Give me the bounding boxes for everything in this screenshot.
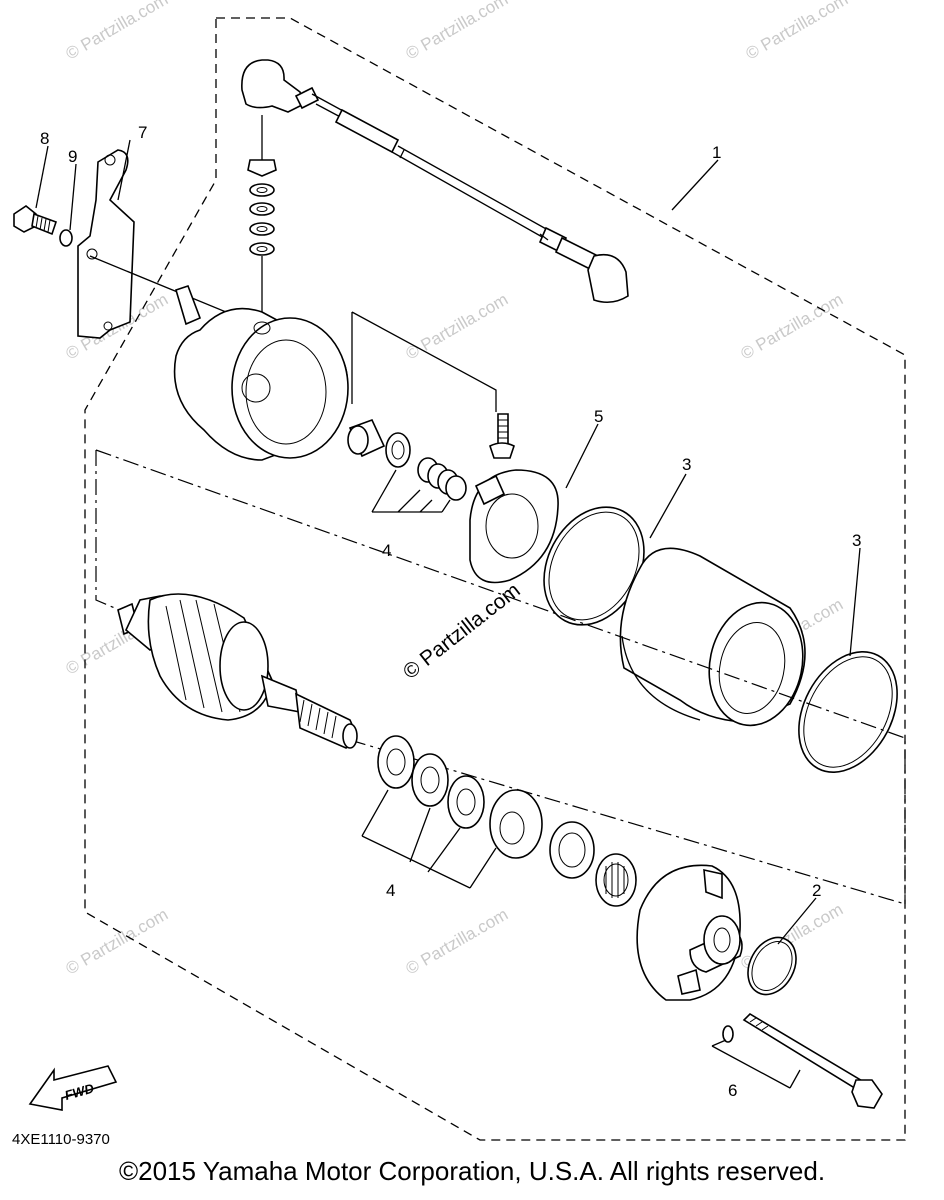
callout-7: 7 — [138, 123, 147, 142]
oil-seal — [549, 821, 595, 879]
callout-6: 6 — [728, 1081, 737, 1100]
o-ring-tiny — [722, 1025, 734, 1043]
copyright-notice: ©2015 Yamaha Motor Corporation, U.S.A. A… — [118, 1156, 826, 1186]
washers-lower — [377, 735, 543, 859]
callout-8: 8 — [40, 129, 49, 148]
yoke — [619, 547, 806, 727]
callout-2: 2 — [812, 881, 821, 900]
terminal-nut-washers — [247, 115, 277, 325]
armature — [117, 593, 358, 749]
washer-small — [385, 432, 411, 468]
assembly-boundary — [84, 17, 906, 1141]
watermark: © Partzilla.com — [63, 905, 172, 979]
watermark: © Partzilla.com — [743, 0, 852, 63]
watermark: © Partzilla.com — [403, 905, 512, 979]
watermark: © Partzilla.com — [403, 0, 512, 63]
watermark-main: © Partzilla.com — [399, 579, 525, 684]
front-bracket — [636, 864, 743, 1001]
callout-5: 5 — [594, 407, 603, 426]
callout-4: 4 — [386, 881, 395, 900]
callout-1: 1 — [712, 143, 721, 162]
watermark: © Partzilla.com — [738, 290, 847, 364]
watermark: © Partzilla.com — [403, 290, 512, 364]
watermark: © Partzilla.com — [63, 0, 172, 63]
brush-springs — [417, 457, 467, 501]
callout-9: 9 — [68, 147, 77, 166]
o-ring-front — [543, 506, 645, 626]
lead-wire — [241, 59, 629, 304]
reference-code: 4XE1110-9370 — [12, 1131, 110, 1148]
bolt — [13, 205, 58, 236]
callout-3: 3 — [852, 531, 861, 550]
through-bolt — [742, 1012, 883, 1109]
o-ring-rear — [798, 651, 898, 773]
bushing — [347, 418, 386, 458]
rear-cover — [173, 284, 349, 461]
o-ring-small — [747, 936, 797, 996]
lock-washer — [59, 229, 73, 247]
brush-holder — [469, 413, 559, 584]
center-line-left — [95, 450, 125, 613]
bracket — [77, 149, 135, 339]
needle-bearing — [595, 853, 637, 907]
callout-4: 4 — [382, 541, 391, 560]
fwd-arrow-icon: FWD — [28, 1065, 118, 1111]
callout-3: 3 — [682, 455, 691, 474]
center-line-upper — [95, 449, 906, 904]
